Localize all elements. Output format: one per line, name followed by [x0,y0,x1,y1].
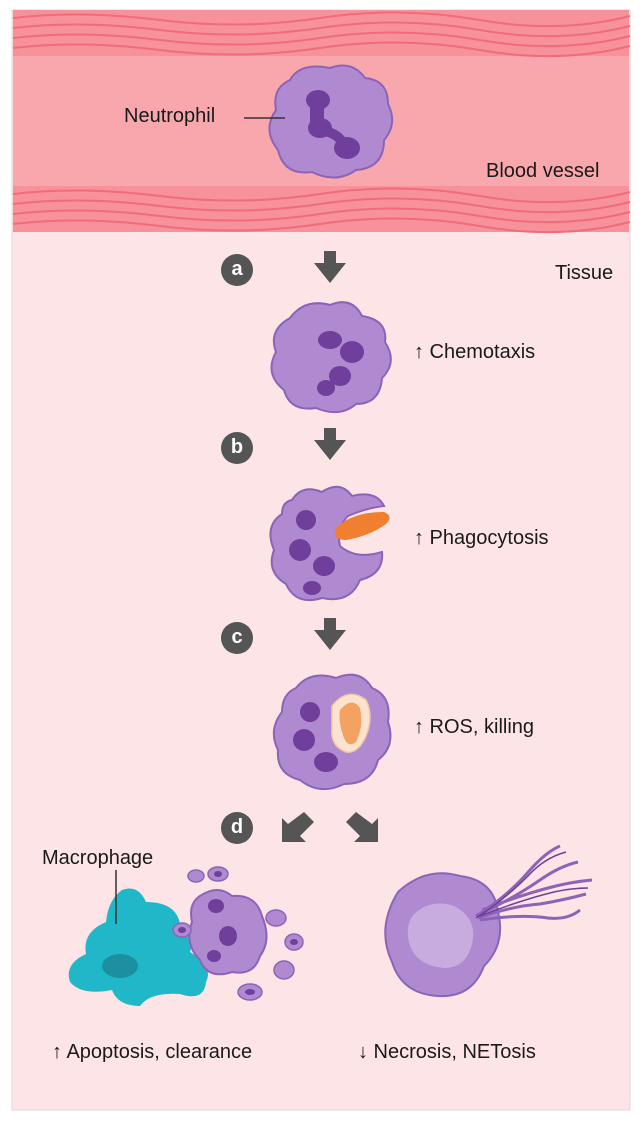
apoptotic-neutrophil [172,866,304,1001]
arrow-down-right-icon [346,812,378,842]
nucleus [293,702,338,772]
tissue-label: Tissue [555,262,613,284]
blood-vessel [12,10,631,234]
svg-text:a: a [231,258,243,280]
arrow-down-icon [314,251,346,283]
svg-text:c: c [231,626,242,648]
chemotaxis-label: ↑ Chemotaxis [414,341,535,363]
vessel-wall-top [12,10,631,58]
apoptosis-label: ↑ Apoptosis, clearance [52,1041,252,1063]
ros-killing-label: ↑ ROS, killing [414,716,534,738]
neutrophil-cell-phagocytosis [269,485,390,602]
arrow-down-icon [314,428,346,460]
neutrophil-cell-chemotaxis [270,301,392,414]
neutrophil-cell-killing [272,673,392,791]
neutrophil-label: Neutrophil [124,105,215,127]
net-fibers-icon [475,844,593,922]
bacterium-icon [335,512,390,540]
vessel-wall-bottom [12,186,631,234]
nucleus [289,510,335,595]
phagocytosis-label: ↑ Phagocytosis [414,527,549,549]
svg-text:b: b [231,436,243,458]
neutrophil-cell-vessel [268,64,394,179]
arrow-down-icon [314,618,346,650]
blood-vessel-label: Blood vessel [486,160,599,182]
step-b-badge: b [221,432,253,464]
digested-bacterium-icon [339,702,362,745]
necrosis-label: ↓ Necrosis, NETosis [358,1041,536,1063]
arrow-down-left-icon [282,812,314,842]
macrophage-label: Macrophage [42,847,153,869]
decondensed-chromatin [407,903,474,968]
necrotic-neutrophil [384,844,593,998]
svg-text:d: d [231,816,243,838]
step-c-badge: c [221,622,253,654]
nucleus [306,90,360,159]
nucleus [317,331,364,396]
macrophage-cell [68,888,208,1006]
step-d-badge: d [221,812,253,844]
step-a-badge: a [221,254,253,286]
apoptotic-body [172,866,304,1001]
macrophage-nucleus [102,954,138,978]
